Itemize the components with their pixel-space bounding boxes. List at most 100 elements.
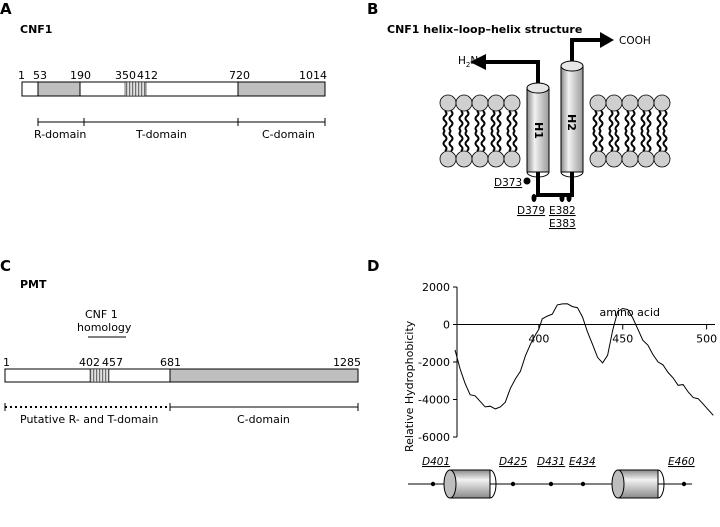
- helix-h2-label: H2: [565, 114, 578, 131]
- helix-h2-cylinder: [560, 60, 584, 178]
- pmt-pos-457: 457: [102, 356, 123, 369]
- interhelix-loop: [536, 172, 574, 197]
- right-lipid-tail: [598, 110, 604, 132]
- right-lipid-head: [653, 94, 671, 112]
- residue-e383-label: E383: [549, 218, 576, 230]
- y-tick-label: -4000: [418, 394, 450, 407]
- cnf1-r-domain-label: R-domain: [34, 128, 86, 141]
- membrane-lipids-right: [589, 94, 671, 168]
- right-lipid-head: [605, 94, 623, 112]
- cnf1-transmembrane-region: [124, 81, 147, 97]
- cnf1-pos-190: 190: [70, 69, 91, 82]
- pmt-pos-681: 681: [160, 356, 181, 369]
- left-lipid-head: [503, 94, 521, 112]
- residue-d373-label: D373: [494, 177, 522, 189]
- y-axis-label: Relative Hydrophobicity: [403, 320, 416, 452]
- left-lipid-head: [439, 150, 457, 168]
- left-lipid-tail: [458, 130, 464, 152]
- pmt-pos-1: 1: [3, 356, 10, 369]
- left-lipid-head: [455, 150, 473, 168]
- cnf1-c-region: [237, 81, 326, 97]
- left-lipid-tail: [442, 130, 448, 152]
- cnf1-c-domain-label: C-domain: [262, 128, 315, 141]
- right-lipid-head: [605, 150, 623, 168]
- cnf1-title: CNF1: [20, 23, 52, 36]
- residue-e383-dot: [566, 194, 572, 202]
- x-tick-label: 450: [612, 333, 633, 346]
- left-lipid-head: [487, 94, 505, 112]
- right-lipid-tail: [592, 130, 598, 152]
- right-lipid-tail: [630, 110, 636, 132]
- left-lipid-tail: [474, 110, 480, 132]
- residue-e382-dot: [559, 194, 565, 202]
- pmt-c-region: [169, 368, 359, 383]
- left-lipid-tail: [448, 110, 454, 132]
- right-lipid-tail: [614, 130, 620, 152]
- right-lipid-tail: [624, 130, 630, 152]
- track-residue-d425: D425: [499, 456, 527, 468]
- x-tick-label: 400: [528, 333, 549, 346]
- left-lipid-tail: [464, 110, 470, 132]
- left-lipid-tail: [458, 110, 464, 132]
- panel-d-label: D: [367, 257, 379, 275]
- y-tick-label: 2000: [422, 281, 450, 294]
- right-lipid-tail: [624, 110, 630, 132]
- cnf1-pos-350: 350: [115, 69, 136, 82]
- right-lipid-head: [653, 150, 671, 168]
- pmt-putative-domain-label: Putative R- and T-domain: [20, 413, 158, 426]
- left-lipid-tail: [496, 110, 502, 132]
- track-residue-d401: D401: [422, 456, 450, 468]
- left-lipid-tail: [464, 130, 470, 152]
- cnf1-r-region: [37, 81, 81, 97]
- cnf1-pos-720: 720: [229, 69, 250, 82]
- left-lipid-tail: [506, 130, 512, 152]
- right-lipid-tail: [614, 110, 620, 132]
- helix-structure-title: CNF1 helix–loop–helix structure: [387, 23, 582, 36]
- pmt-domain-brackets: [4, 403, 359, 411]
- x-tick-label: 500: [696, 333, 717, 346]
- pmt-pos-1285: 1285: [333, 356, 361, 369]
- track-helix-2: [611, 469, 665, 499]
- right-lipid-tail: [656, 130, 662, 152]
- right-lipid-head: [637, 94, 655, 112]
- n-terminus-label: H2N: [458, 55, 478, 69]
- left-lipid-head: [439, 94, 457, 112]
- left-lipid-tail: [442, 110, 448, 132]
- left-lipid-tail: [512, 110, 518, 132]
- pmt-homology-region: [89, 368, 110, 383]
- residue-e382-label: E382: [549, 205, 576, 217]
- cnf1-t-domain-label: T-domain: [135, 128, 187, 141]
- helix-h1-label: H1: [532, 122, 545, 139]
- cnf1-domain-brackets: [37, 118, 326, 126]
- right-lipid-tail: [598, 130, 604, 152]
- cnf1-domain-bar: [21, 81, 326, 97]
- panel-c-label: C: [0, 257, 11, 275]
- x-axis-label: amino acid: [599, 306, 660, 319]
- left-lipid-tail: [512, 130, 518, 152]
- track-residue-e434: E434: [569, 456, 596, 468]
- left-lipid-head: [471, 94, 489, 112]
- panel-b-label: B: [367, 0, 378, 18]
- right-lipid-tail: [608, 130, 614, 152]
- c-terminus-arrow: [570, 38, 602, 66]
- y-tick-label: -2000: [418, 356, 450, 369]
- right-lipid-tail: [630, 130, 636, 152]
- track-residue-e460: E460: [668, 456, 695, 468]
- right-lipid-head: [589, 150, 607, 168]
- right-lipid-tail: [640, 110, 646, 132]
- right-lipid-tail: [592, 110, 598, 132]
- pmt-c-domain-label: C-domain: [237, 413, 290, 426]
- right-lipid-tail: [662, 130, 668, 152]
- pmt-pos-402: 402: [79, 356, 100, 369]
- left-lipid-tail: [448, 130, 454, 152]
- right-lipid-tail: [646, 110, 652, 132]
- left-lipid-tail: [506, 110, 512, 132]
- right-lipid-head: [621, 94, 639, 112]
- cnf1-pos-53: 53: [33, 69, 47, 82]
- y-tick-label: -6000: [418, 431, 450, 444]
- cnf1-homology-label-line1: CNF 1: [85, 308, 118, 321]
- cnf1-pos-1: 1: [18, 69, 25, 82]
- hydrophobicity-trace: [454, 303, 714, 416]
